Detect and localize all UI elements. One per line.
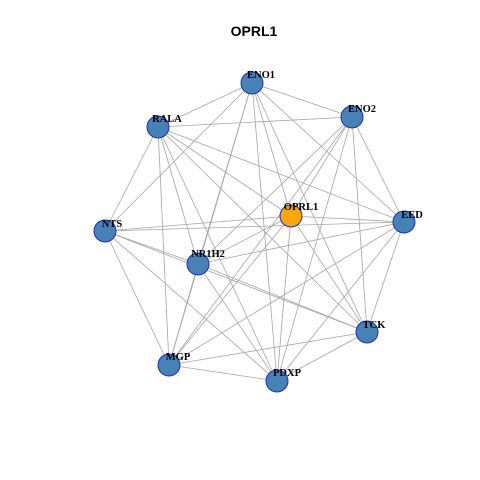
node-oprl1[interactable] bbox=[279, 204, 303, 228]
edge-eed-tck bbox=[366, 221, 405, 333]
edge-nts-nr1h2 bbox=[104, 230, 199, 265]
edge-eno2-pdxp bbox=[276, 116, 353, 382]
node-tck[interactable] bbox=[355, 320, 379, 344]
node-label-rala: RALA bbox=[152, 114, 182, 125]
node-eno2[interactable] bbox=[340, 105, 364, 129]
edge-rala-oprl1 bbox=[157, 126, 292, 217]
edge-rala-nr1h2 bbox=[157, 126, 199, 265]
edge-eno1-nts bbox=[104, 82, 253, 232]
edge-rala-mgp bbox=[157, 126, 170, 366]
node-label-eed: EED bbox=[401, 210, 423, 221]
edge-eno2-oprl1 bbox=[290, 116, 353, 217]
node-mgp[interactable] bbox=[157, 353, 181, 377]
edge-eed-nr1h2 bbox=[197, 221, 405, 265]
node-label-nts: NTS bbox=[102, 219, 123, 230]
node-label-eno1: ENO1 bbox=[247, 70, 275, 81]
node-label-mgp: MGP bbox=[166, 352, 191, 363]
node-label-oprl1: OPRL1 bbox=[284, 202, 318, 213]
nodes-layer bbox=[93, 71, 416, 393]
edge-mgp-pdxp bbox=[168, 364, 278, 382]
edge-eno1-oprl1 bbox=[251, 82, 292, 217]
edge-eed-pdxp bbox=[276, 221, 405, 382]
edge-oprl1-eed bbox=[290, 215, 405, 223]
node-label-eno2: ENO2 bbox=[348, 104, 376, 115]
edge-rala-tck bbox=[157, 126, 368, 333]
edge-nts-tck bbox=[104, 230, 368, 333]
graph-title: OPRL1 bbox=[231, 23, 278, 39]
node-nr1h2[interactable] bbox=[186, 252, 210, 276]
edge-tck-pdxp bbox=[276, 331, 368, 382]
node-label-nr1h2: NR1H2 bbox=[191, 249, 225, 260]
edge-nts-pdxp bbox=[104, 230, 278, 382]
node-eno1[interactable] bbox=[240, 71, 264, 95]
node-rala[interactable] bbox=[146, 115, 170, 139]
node-label-pdxp: PDXP bbox=[273, 368, 302, 379]
edge-eno1-rala bbox=[157, 82, 253, 128]
edge-eno2-mgp bbox=[168, 116, 353, 366]
edge-tck-mgp bbox=[168, 331, 368, 366]
edge-oprl1-mgp bbox=[168, 215, 292, 366]
edge-eed-mgp bbox=[168, 221, 405, 366]
edge-eno2-eed bbox=[351, 116, 405, 223]
edge-nts-mgp bbox=[104, 230, 170, 366]
node-pdxp[interactable] bbox=[265, 369, 289, 393]
edge-eno2-nr1h2 bbox=[197, 116, 353, 265]
edge-nr1h2-mgp bbox=[168, 263, 199, 366]
edge-rala-eed bbox=[157, 126, 405, 223]
edge-eno2-tck bbox=[351, 116, 368, 333]
edge-rala-eno2 bbox=[157, 116, 353, 128]
edges-layer bbox=[104, 82, 405, 382]
node-nts[interactable] bbox=[93, 219, 117, 243]
edge-eed-nts bbox=[104, 221, 405, 232]
edge-nr1h2-pdxp bbox=[197, 263, 278, 382]
edge-eno1-tck bbox=[251, 82, 368, 333]
edge-eno1-eed bbox=[251, 82, 405, 223]
edge-oprl1-tck bbox=[290, 215, 368, 333]
node-eed[interactable] bbox=[392, 210, 416, 234]
edge-nr1h2-tck bbox=[197, 263, 368, 333]
node-label-tck: TCK bbox=[363, 320, 387, 331]
edge-oprl1-nr1h2 bbox=[197, 215, 292, 265]
edge-eno1-eno2 bbox=[251, 82, 353, 118]
edge-oprl1-nts bbox=[104, 215, 292, 232]
edge-rala-nts bbox=[104, 126, 159, 232]
